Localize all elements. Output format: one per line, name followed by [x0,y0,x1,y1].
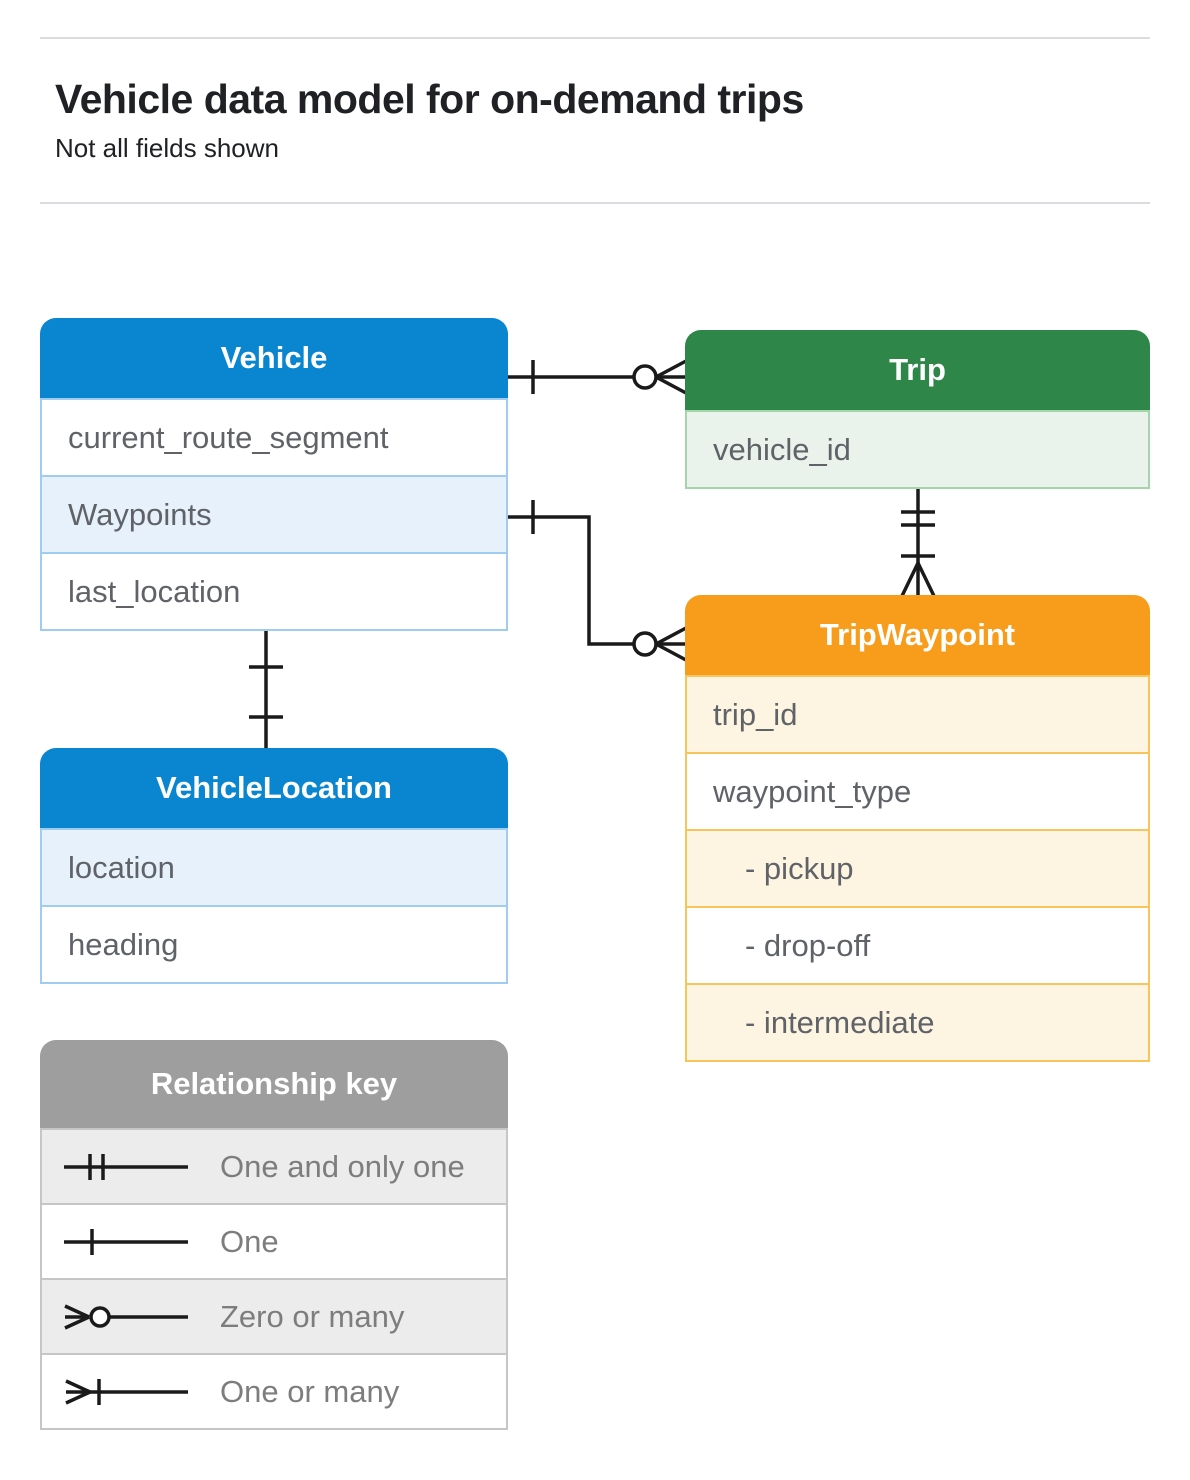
relationship-key-title: Relationship key [150,1066,398,1101]
zero-circle [632,631,658,657]
key-label: One or many [220,1373,400,1409]
field-location: location [40,828,508,907]
field-label: - intermediate [745,1004,935,1040]
key-row-one: One [40,1203,508,1280]
field-heading: heading [40,905,508,984]
key-label: One and only one [220,1148,465,1184]
key-label: One [220,1223,279,1259]
key-label: Zero or many [220,1298,405,1334]
page-subtitle: Not all fields shown [55,133,279,163]
field-trip-id: trip_id [685,675,1150,754]
connector-waypoints-tripwaypoint [506,500,687,662]
key-row-one-or-many: One or many [40,1353,508,1430]
field-label: Waypoints [68,496,212,532]
connector-line [506,515,686,646]
field-label: vehicle_id [713,431,851,467]
entity-vehicle-title: Vehicle [220,340,328,375]
entity-vehicle-header: Vehicle [40,318,508,398]
top-divider [40,37,1150,39]
one-icon [64,1228,188,1255]
field-label: heading [68,926,179,962]
crow-foot [655,626,687,662]
key-row-one-and-only-one: One and only one [40,1128,508,1205]
zero-or-many-icon [64,1303,188,1330]
one-and-only-one-icon [64,1153,188,1180]
zero-circle [632,364,658,390]
connector-trip-tripwaypoint [900,488,936,597]
crow-foot [655,359,687,395]
entity-vehiclelocation-title: VehicleLocation [155,770,392,805]
crow-foot [900,562,936,597]
entity-trip-header: Trip [685,330,1150,410]
entity-tripwaypoint: TripWaypoint trip_id waypoint_type - pic… [685,595,1150,1062]
entity-trip-title: Trip [889,352,946,387]
entity-tripwaypoint-header: TripWaypoint [685,595,1150,675]
field-label: trip_id [713,696,798,732]
entity-vehiclelocation: VehicleLocation location heading [40,748,508,984]
relationship-key-header: Relationship key [40,1040,508,1128]
field-current-route-segment: current_route_segment [40,398,508,477]
connector-vehicle-vehiclelocation [249,630,283,750]
field-intermediate: - intermediate [685,983,1150,1062]
field-last-location: last_location [40,552,508,631]
page-title: Vehicle data model for on-demand trips [55,76,804,122]
entity-tripwaypoint-title: TripWaypoint [819,617,1016,652]
entity-vehicle: Vehicle current_route_segment Waypoints … [40,318,508,631]
field-label: - pickup [745,850,854,886]
entity-vehiclelocation-header: VehicleLocation [40,748,508,828]
field-drop-off: - drop-off [685,906,1150,985]
connector-vehicle-trip [506,359,687,395]
field-label: - drop-off [745,927,871,963]
header-divider [40,202,1150,204]
entity-trip: Trip vehicle_id [685,330,1150,489]
field-pickup: - pickup [685,829,1150,908]
relationship-key: Relationship key One and only one One [40,1040,508,1430]
field-vehicle-id: vehicle_id [685,410,1150,489]
one-and-only-one-ticks [901,510,935,527]
field-waypoint-type: waypoint_type [685,752,1150,831]
one-or-many-icon [65,1378,188,1405]
field-label: current_route_segment [68,419,389,455]
field-waypoints: Waypoints [40,475,508,554]
field-label: location [68,849,175,885]
field-label: waypoint_type [713,773,912,809]
key-row-zero-or-many: Zero or many [40,1278,508,1355]
field-label: last_location [68,573,241,609]
